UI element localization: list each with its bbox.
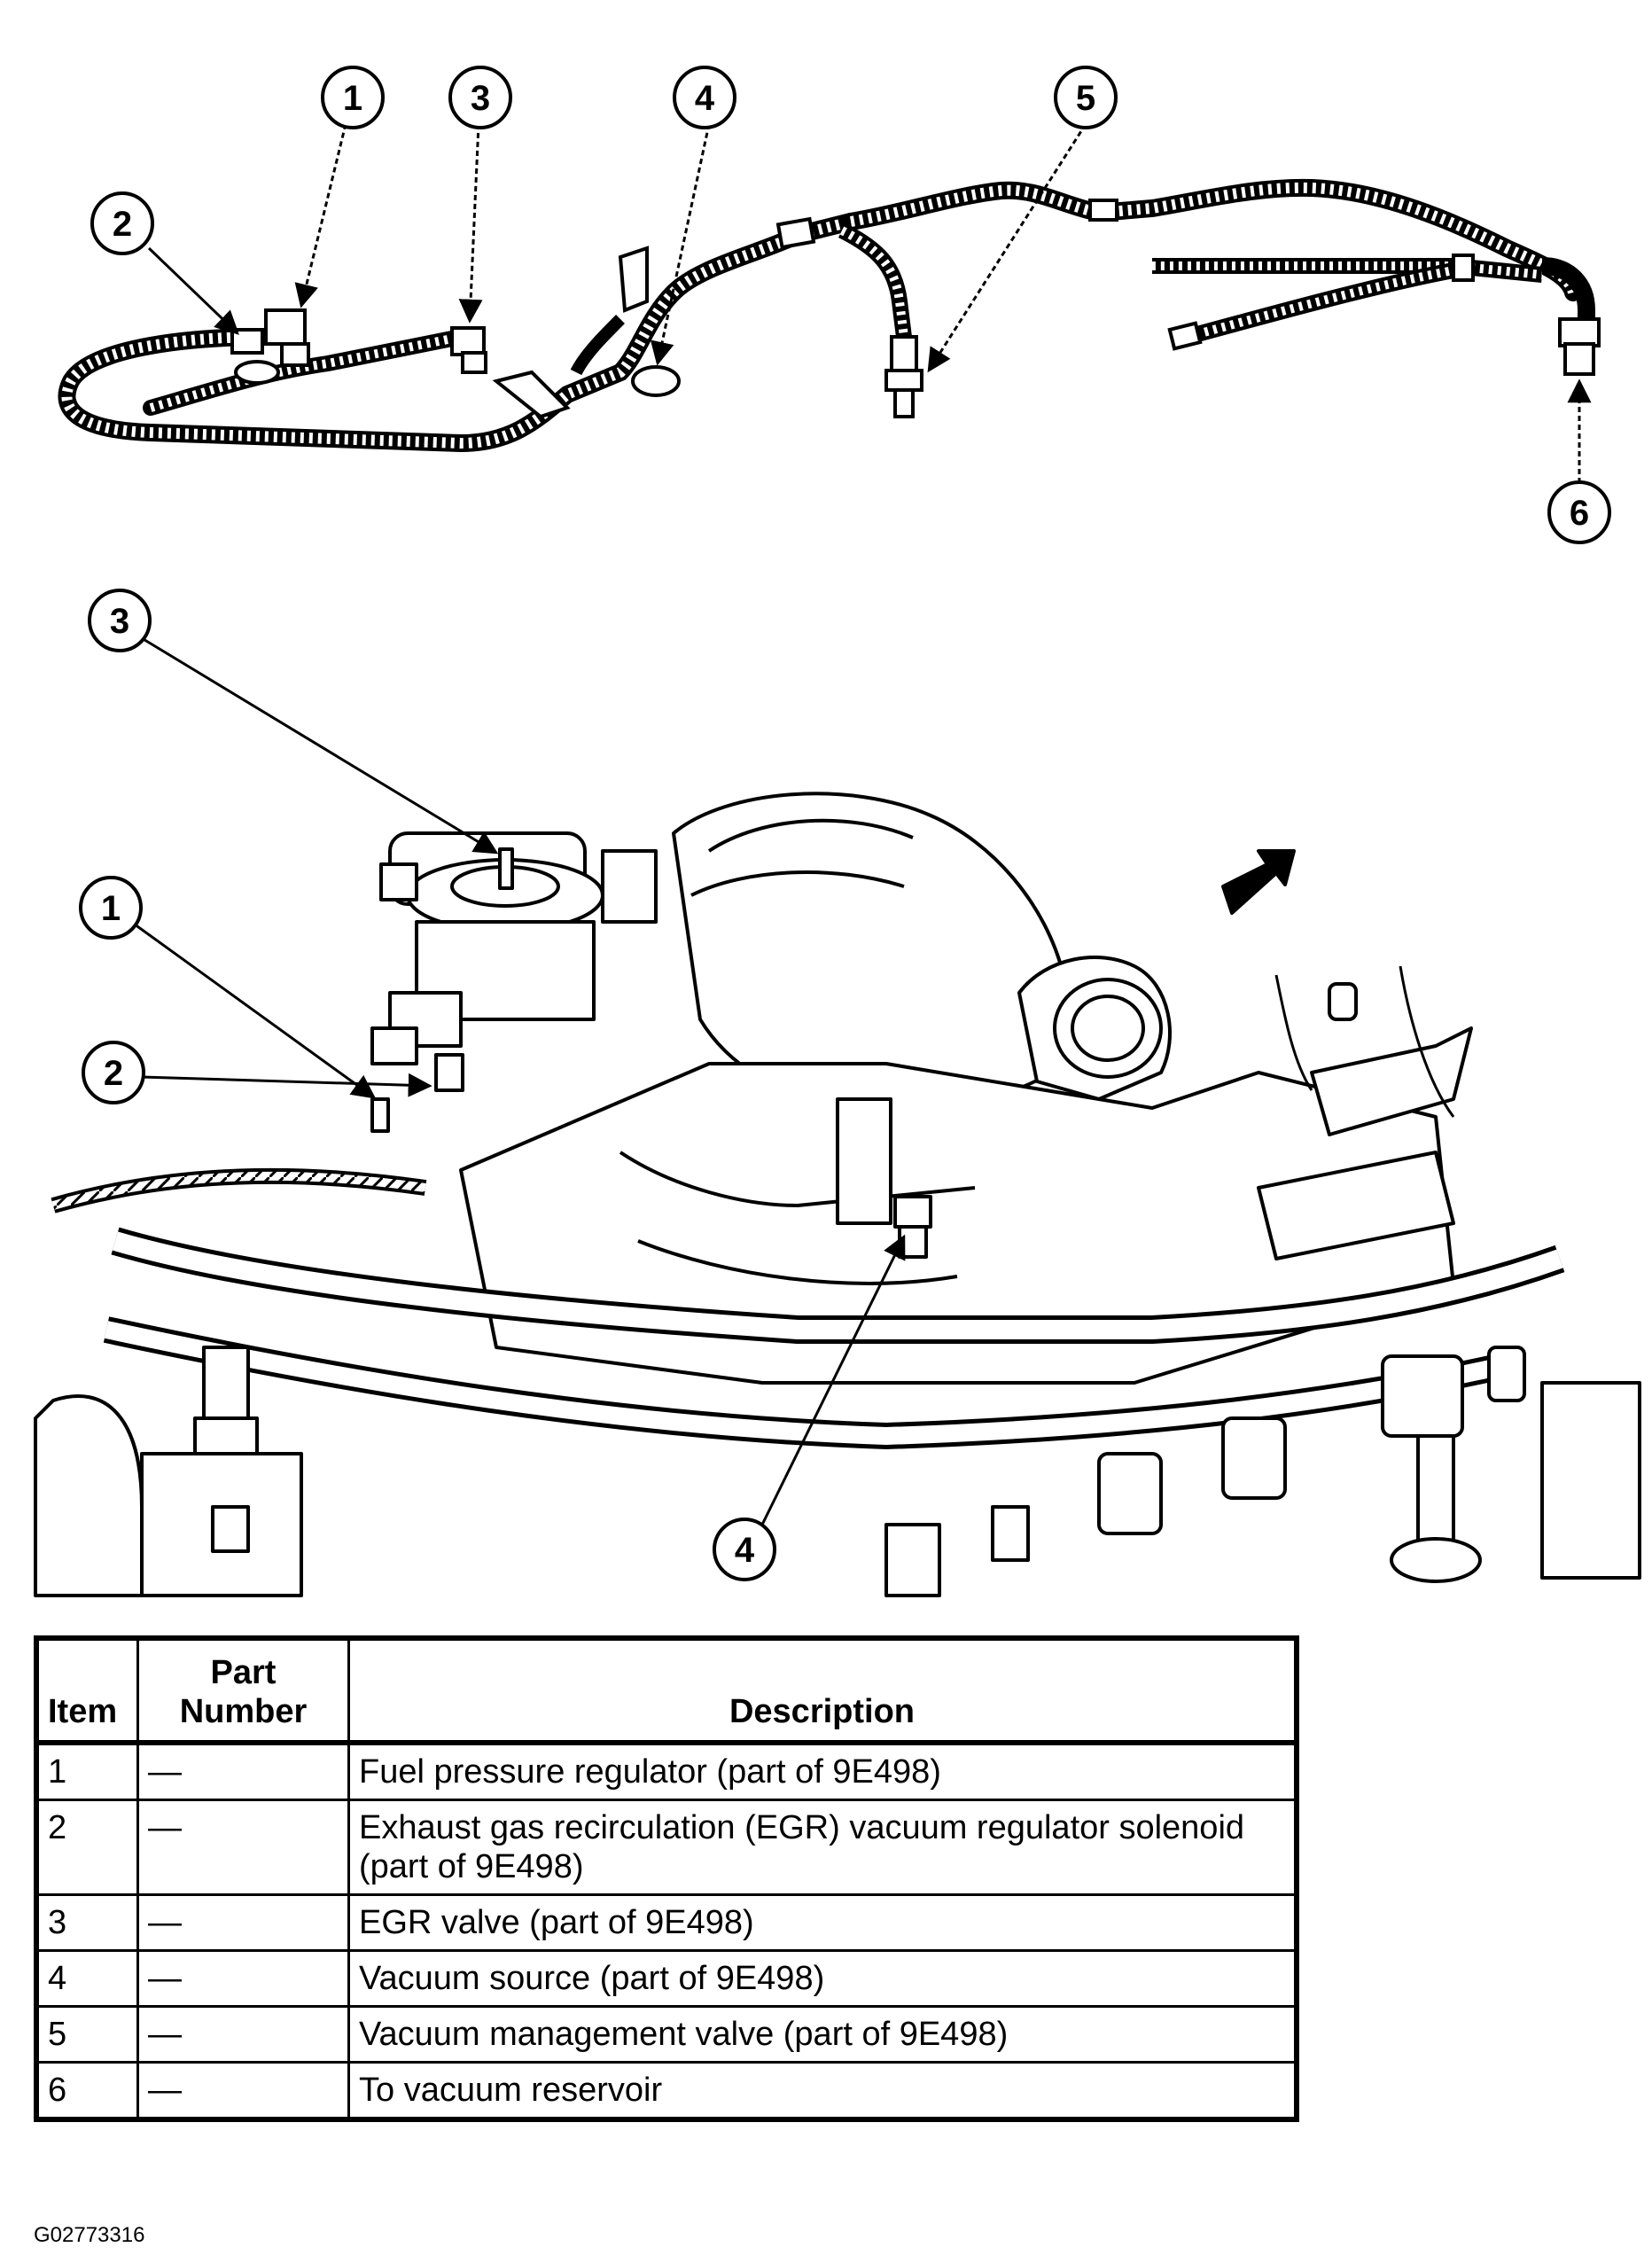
legend-item-cell: 5 [35,2005,139,2064]
callout-top-3-label: 3 [471,79,490,118]
callout-top-4-label: 4 [695,79,715,118]
callout-top-5-label: 5 [1076,79,1095,118]
callout-bottom-2-label: 2 [104,1054,123,1093]
callout-top-6: 6 [1547,480,1611,544]
callout-top-5: 5 [1054,66,1118,129]
callout-top-3: 3 [448,66,512,129]
callout-bottom-1-label: 1 [101,889,121,928]
legend-item-cell: 2 [35,1799,139,1896]
legend-header-row: Item Part Number Description [35,1636,1298,1745]
parts-legend-table: Item Part Number Description 1 — Fuel pr… [34,1635,1299,2122]
callout-bottom-3-label: 3 [110,602,129,641]
vacuum-management-valve-shape [884,335,923,418]
callout-top-6-label: 6 [1570,494,1589,533]
legend-item-cell: 4 [35,1949,139,2008]
front-direction-arrow [1221,849,1296,915]
legend-description-cell: Vacuum source (part of 9E498) [347,1949,1298,2008]
table-row: 3 — EGR valve (part of 9E498) [35,1893,1298,1952]
callout-bottom-1: 1 [79,876,143,940]
callout-top-1-label: 1 [343,79,362,118]
callout-bottom-2: 2 [82,1041,145,1104]
engine-illustration [34,792,1641,1597]
hose-open-end [1185,262,1455,345]
legend-item-cell: 6 [35,2061,139,2121]
callout-top-2-label: 2 [113,205,132,244]
table-row: 4 — Vacuum source (part of 9E498) [35,1949,1298,2008]
legend-description-cell: EGR valve (part of 9E498) [347,1893,1298,1952]
legend-part-number-cell: — [136,2061,350,2121]
legend-header-part-number: Part Number [136,1636,350,1745]
callout-bottom-3: 3 [88,589,152,652]
legend-item-cell: 1 [35,1741,139,1801]
callout-bottom-4-label: 4 [735,1531,755,1570]
legend-description-cell: To vacuum reservoir [347,2061,1298,2121]
table-row: 1 — Fuel pressure regulator (part of 9E4… [35,1741,1298,1801]
right-coils [884,1346,1641,1597]
legend-part-number-cell: — [136,1949,350,2008]
legend-description-cell: Vacuum management valve (part of 9E498) [347,2005,1298,2064]
table-row: 2 — Exhaust gas recirculation (EGR) vacu… [35,1799,1298,1896]
bottom-callouts [130,636,906,1526]
hose-second-run [1151,257,1543,283]
legend-part-number-cell: — [136,1893,350,1952]
table-row: 5 — Vacuum management valve (part of 9E4… [35,2005,1298,2064]
hose-drop-valve [838,222,912,339]
legend-part-number-cell: — [136,2005,350,2064]
connector-3-shape [450,326,487,374]
vacuum-hose-harness [58,178,1601,453]
solenoid-shape [370,991,464,1092]
callout-top-1: 1 [321,66,385,129]
upper-intake [459,1062,1455,1385]
figure-id: G02773316 [34,2223,145,2247]
legend-part-number-cell: — [136,1799,350,1896]
table-row: 6 — To vacuum reservoir [35,2061,1298,2121]
diagram-artwork: 1 3 4 5 2 6 [34,66,1641,1597]
top-callouts [147,123,1592,483]
callout-top-2: 2 [90,191,154,255]
left-injectors [34,1346,303,1597]
legend-item-cell: 3 [35,1893,139,1952]
legend-description-cell: Fuel pressure regulator (part of 9E498) [347,1741,1298,1801]
legend-part-number-cell: — [136,1741,350,1801]
legend-header-description: Description [347,1636,1298,1745]
callout-bottom-4: 4 [713,1518,776,1581]
callout-top-4: 4 [673,66,736,129]
legend-description-cell: Exhaust gas recirculation (EGR) vacuum r… [347,1799,1298,1896]
connector-4-shape [492,246,681,419]
vacuum-source-shape [836,1097,932,1259]
legend-header-item: Item [35,1636,139,1745]
connector-1-shape [264,308,310,367]
reservoir-fitting-shape [1541,257,1601,376]
